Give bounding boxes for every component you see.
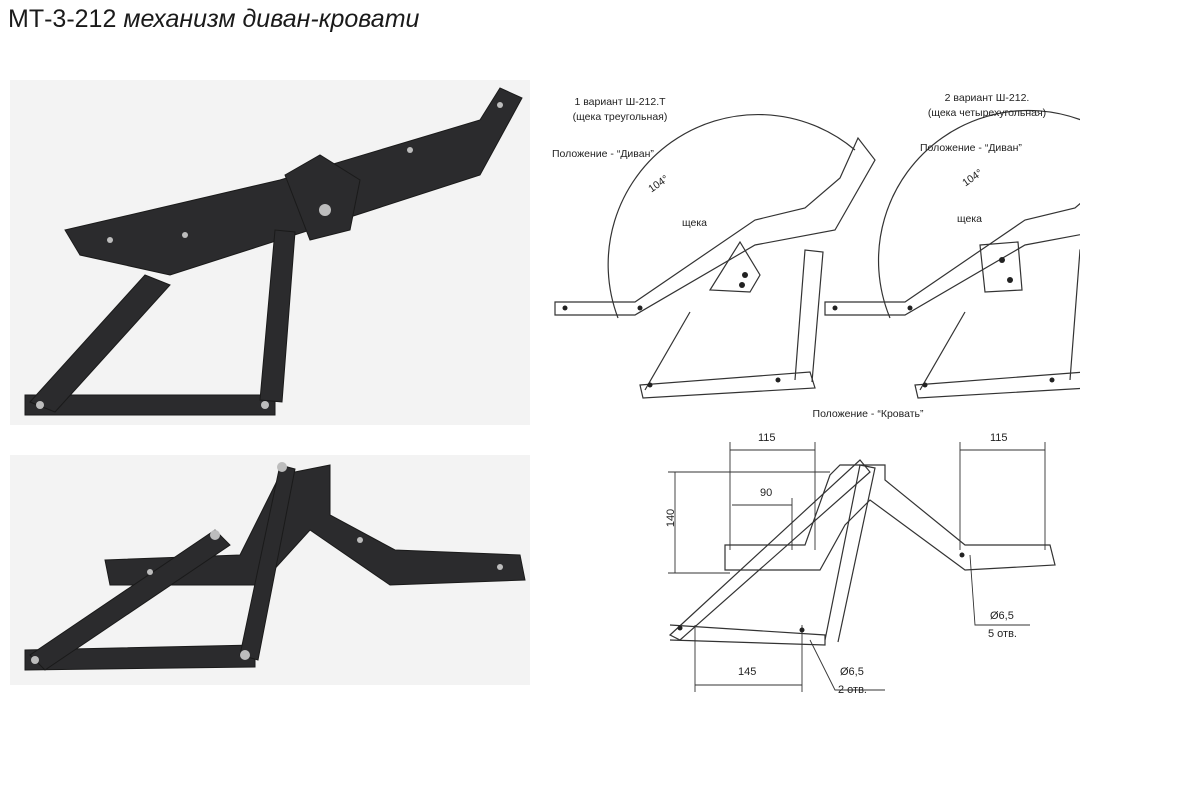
variant2-name: 2 вариант Ш-212. [944, 92, 1030, 104]
page-title: МТ-3-212 механизм диван-кровати [8, 4, 419, 34]
hole-right-diameter: Ø6,5 [990, 610, 1014, 622]
dim-140: 140 [665, 508, 678, 528]
variant1-note: (щека треугольная) [572, 111, 668, 123]
dim-145: 145 [738, 666, 757, 678]
bed-linkage [668, 459, 1056, 646]
vertical-bar [239, 464, 296, 661]
technical-drawing [554, 109, 1080, 692]
hole-bottom-count: 2 отв. [838, 684, 867, 696]
bottom-bar [24, 394, 276, 416]
variant1-cheek-label: щека [682, 217, 708, 229]
variant2-position: Положение - “Диван” [920, 142, 1022, 154]
variant1-linkage [554, 113, 876, 399]
variant1-name: 1 вариант Ш-212.Т [574, 96, 666, 108]
dimension-lines [668, 442, 1046, 692]
diagonal-bar [29, 274, 171, 413]
variant2-linkage [824, 109, 1080, 399]
vertical-bar [259, 229, 296, 403]
hole-right-count: 5 отв. [988, 628, 1017, 640]
hole-bottom-diameter: Ø6,5 [840, 666, 864, 678]
variant1-position: Положение - “Диван” [552, 148, 654, 160]
variant2-cheek-label: щека [957, 213, 983, 225]
mechanism-sofa-illustration [24, 87, 523, 416]
variant2-note: (щека четырехугольная) [927, 107, 1047, 119]
dim-115-right: 115 [990, 432, 1008, 444]
bed-position: Положение - “Кровать” [812, 408, 924, 420]
dim-90: 90 [760, 487, 773, 499]
photo-mechanism-bed [10, 455, 530, 685]
product-description: механизм диван-кровати [123, 5, 420, 33]
product-code: МТ-3-212 [8, 5, 117, 33]
dim-115-left: 115 [758, 432, 776, 444]
mechanism-bed-illustration [24, 462, 526, 671]
bottom-bar [24, 644, 256, 671]
cheek-plate [284, 154, 361, 241]
diagonal-bar [29, 529, 231, 671]
photo-mechanism-sofa [10, 80, 530, 425]
